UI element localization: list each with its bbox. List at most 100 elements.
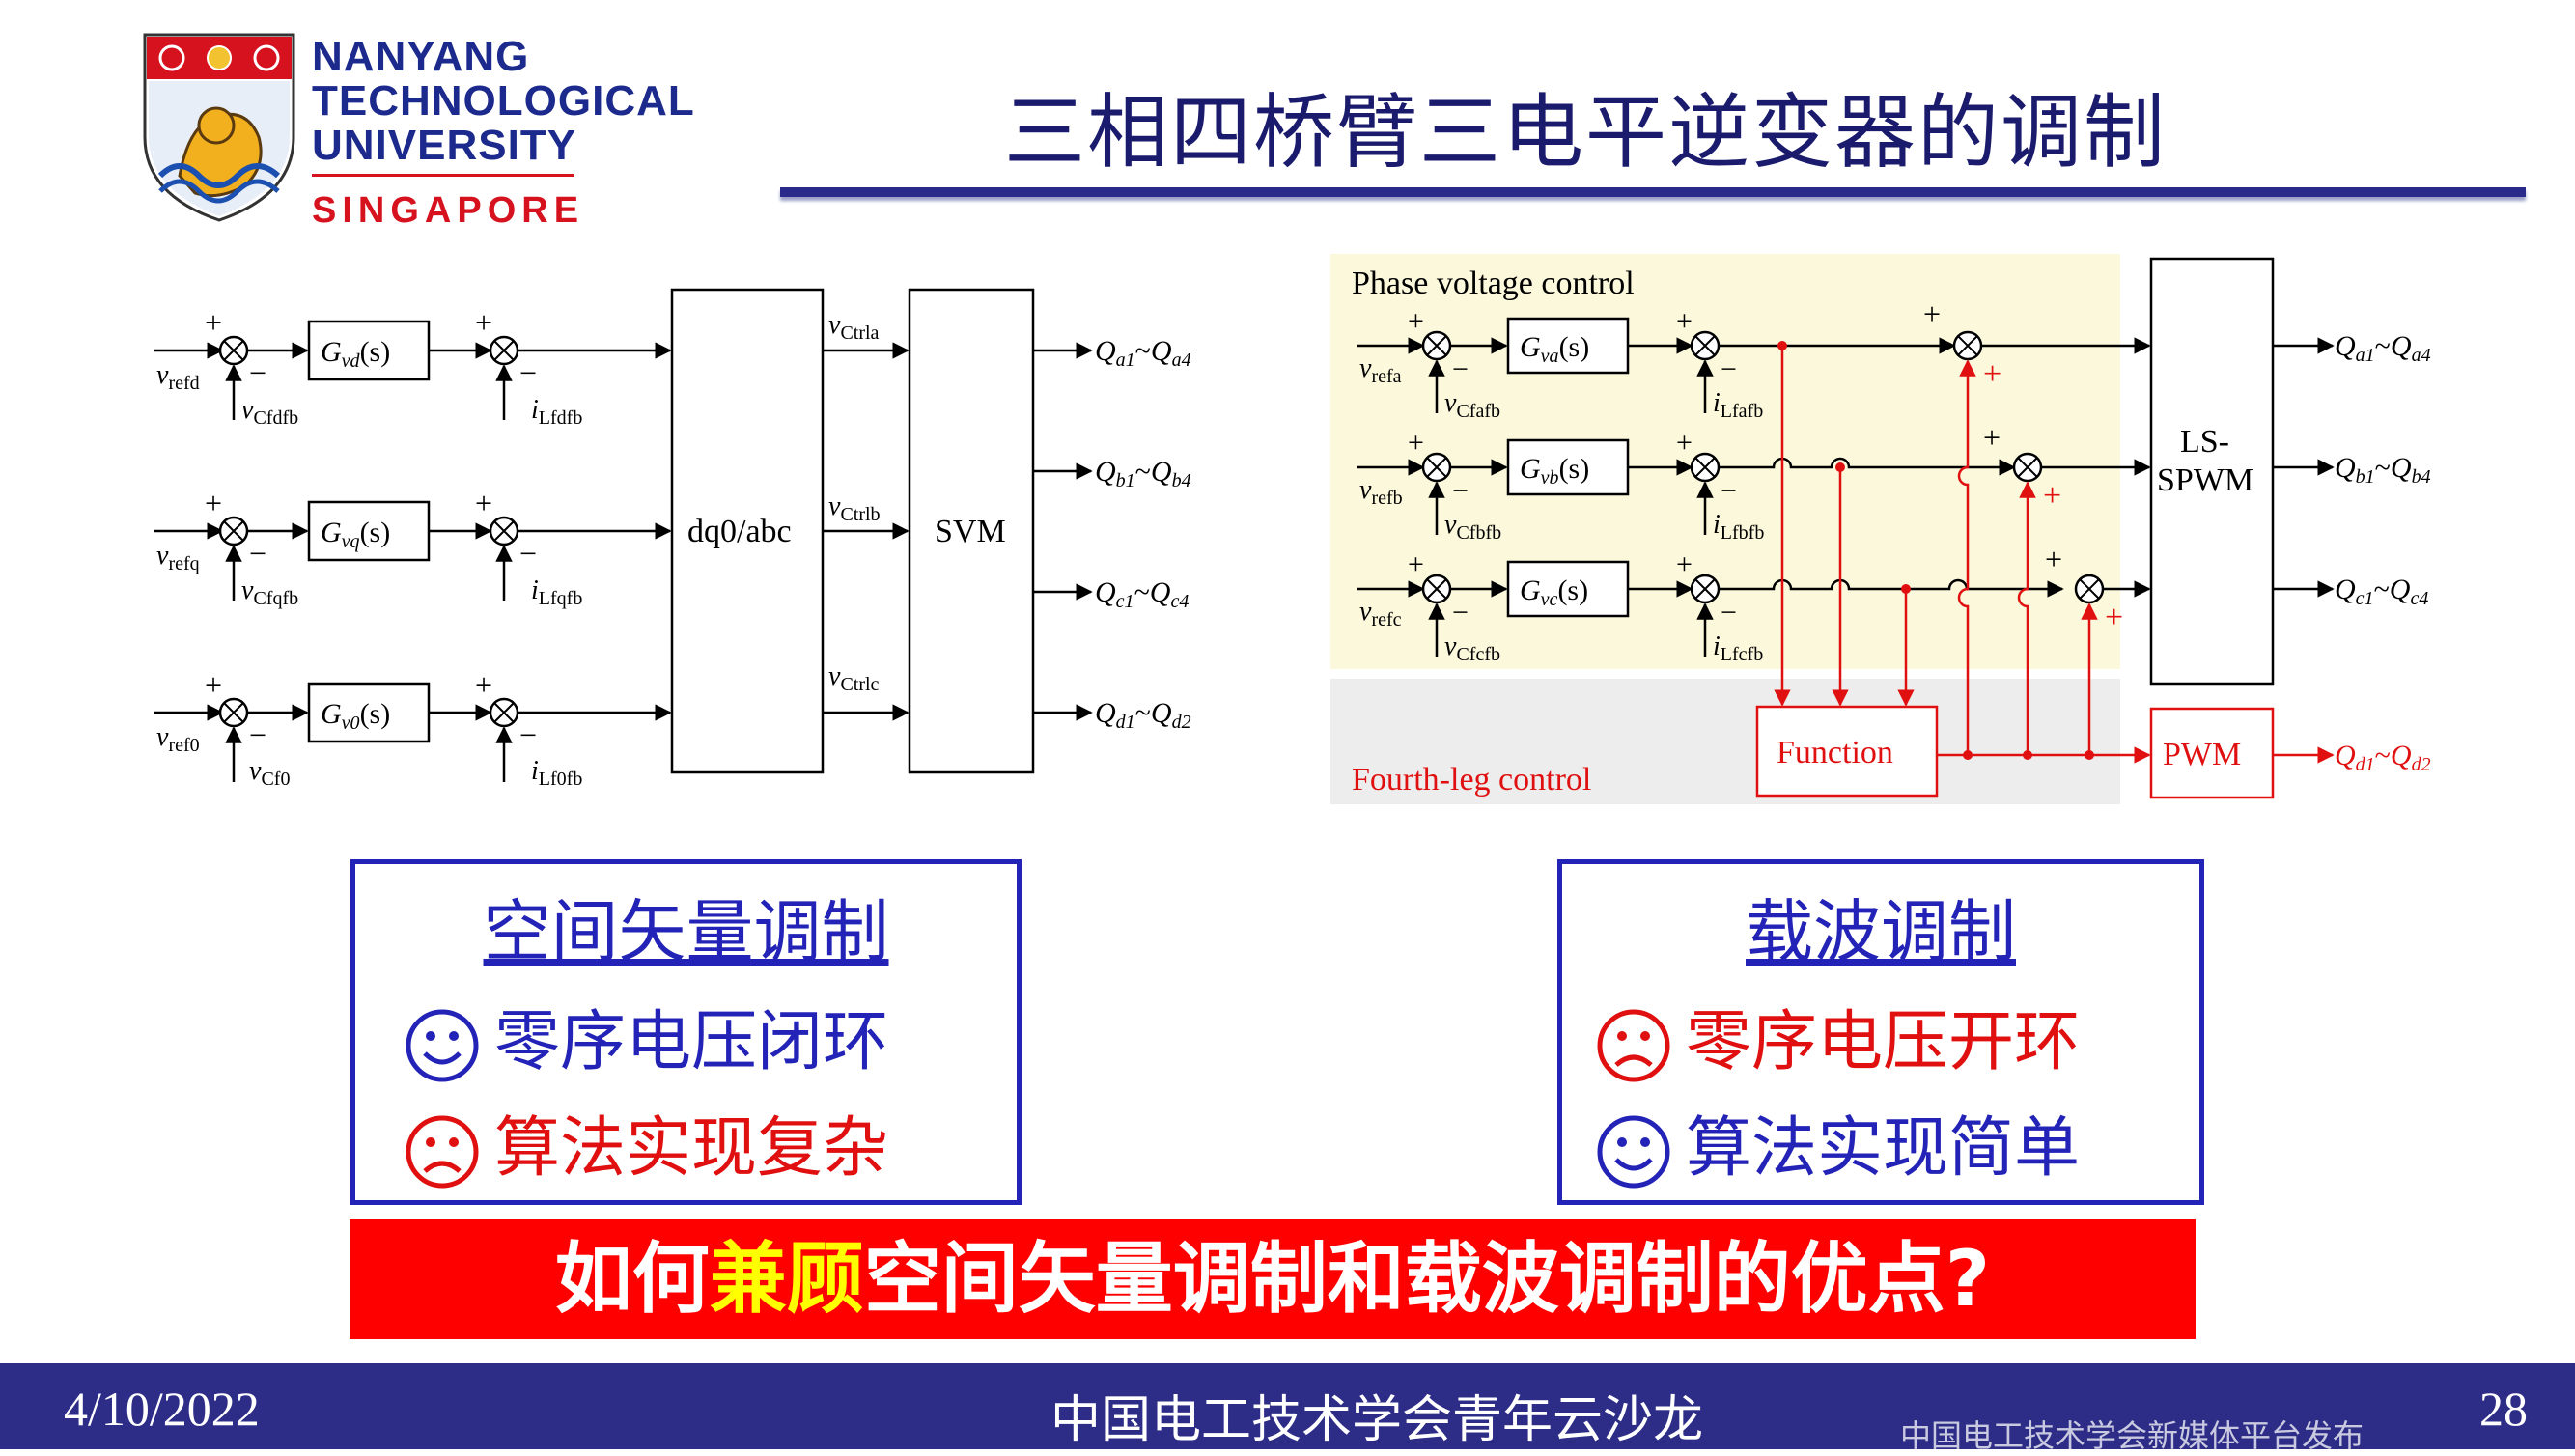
output-qa: Qa1~Qa4 <box>1095 335 1191 371</box>
svm-row-0 <box>154 682 672 782</box>
fb-label-d: vCfdfb <box>241 395 298 429</box>
svm-item-1-text: 零序电压闭环 <box>494 1004 889 1080</box>
sign-plus: + <box>2043 478 2061 514</box>
logo-country: SINGAPORE <box>312 190 585 231</box>
logo-rule <box>312 174 574 177</box>
carrier-item-1: 零序电压开环 <box>1595 988 2080 1084</box>
logo-line-2: TECHNOLOGICAL <box>312 77 695 125</box>
frown-icon <box>406 1115 479 1189</box>
fb-label-b: vCfbfb <box>1444 510 1501 544</box>
svm-row-d <box>154 320 672 420</box>
footer-center-text: 中国电工技术学会青年云沙龙 <box>1050 1391 1704 1449</box>
sign-minus: − <box>519 717 537 752</box>
sign-minus: − <box>1721 475 1737 507</box>
banner-pre: 如何 <box>554 1234 710 1324</box>
fb-label-c: vCfcfb <box>1444 631 1500 665</box>
footer-publisher: 中国电工技术学会新媒体平台发布 <box>1900 1417 2365 1454</box>
banner-highlight: 兼顾 <box>709 1234 864 1324</box>
sign-plus: + <box>475 667 492 702</box>
output-qd: Qd1~Qd2 <box>1095 697 1191 733</box>
frown-icon <box>1597 1009 1670 1082</box>
ref-label-q: vrefq <box>156 541 200 574</box>
university-wordmark: NANYANG TECHNOLOGICAL UNIVERSITY SINGAPO… <box>312 35 695 232</box>
ls-spwm-label-2: SPWM <box>2157 462 2253 498</box>
sign-plus: + <box>1676 427 1693 459</box>
svm-label: SVM <box>935 514 1006 549</box>
ref-label-b: vrefb <box>1359 475 1403 509</box>
carrier-comparison-box: 载波调制 零序电压开环 算法实现简单 <box>1557 859 2204 1205</box>
carrier-item-2-text: 算法实现简单 <box>1686 1110 2081 1187</box>
svm-row-q <box>154 500 672 601</box>
sign-minus: − <box>1452 353 1469 385</box>
ref-label-0: vref0 <box>156 722 200 756</box>
fourth-leg-label: Fourth-leg control <box>1352 762 1591 798</box>
sign-minus: − <box>1721 597 1737 629</box>
ntu-crest-icon <box>143 33 295 222</box>
ls-spwm-block <box>2149 257 2275 686</box>
i-label-0: iLf0fb <box>531 756 582 790</box>
sign-minus: − <box>249 536 266 571</box>
logo-line-1: NANYANG <box>312 33 530 80</box>
pwm-block <box>2149 707 2275 799</box>
carrier-row-b <box>1357 438 2151 535</box>
banner-post: 空间矢量调制和载波调制的优点? <box>863 1234 1991 1324</box>
svm-item-2: 算法实现复杂 <box>404 1094 888 1190</box>
carrier-item-2: 算法实现简单 <box>1595 1094 2080 1190</box>
phase-control-panel <box>1330 254 2120 669</box>
carrier-block-diagram: Phase voltage control Fourth-leg control <box>1330 254 2431 804</box>
logo-line-3: UNIVERSITY <box>312 122 577 169</box>
sign-minus: − <box>1452 597 1469 629</box>
output-qa-r: Qa1~Qa4 <box>2335 330 2431 366</box>
sign-minus: − <box>249 355 266 390</box>
pwm-label: PWM <box>2163 737 2241 772</box>
output-qc-r: Qc1~Qc4 <box>2335 574 2428 609</box>
function-label: Function <box>1777 735 1893 770</box>
ctrl-signal-b: vCtrlb <box>828 491 881 525</box>
svm-comparison-box: 空间矢量调制 零序电压闭环 算法实现复杂 <box>350 859 1022 1205</box>
ctrl-signal-c: vCtrlc <box>828 661 880 695</box>
svm-block <box>908 288 1035 774</box>
i-label-a: iLfafb <box>1713 388 1763 422</box>
carrier-item-1-text: 零序电压开环 <box>1686 1004 2081 1080</box>
dq0-abc-label: dq0/abc <box>687 514 792 549</box>
footer-bar: 4/10/2022 中国电工技术学会青年云沙龙 中国电工技术学会新媒体平台发布 … <box>0 1363 2575 1454</box>
i-label-q: iLfqfb <box>531 575 582 609</box>
sign-minus: − <box>1452 475 1469 507</box>
i-label-b: iLfbfb <box>1713 510 1764 544</box>
ctrl-label-0: Gv0(s) <box>321 698 390 734</box>
sign-minus: − <box>1721 353 1737 385</box>
ls-spwm-label-1: LS- <box>2180 424 2229 460</box>
output-qb-r: Qb1~Qb4 <box>2335 452 2431 488</box>
sign-plus: + <box>205 305 222 340</box>
fb-label-0: vCf0 <box>249 756 290 790</box>
sign-plus: + <box>1408 548 1424 580</box>
smile-icon <box>1597 1115 1670 1189</box>
ctrl-label-d: Gvd(s) <box>321 336 390 372</box>
sign-plus: + <box>1676 548 1693 580</box>
ctrl-label-b: Gvb(s) <box>1520 453 1589 489</box>
sign-minus: − <box>519 355 537 390</box>
fourth-leg-panel <box>1330 679 2120 804</box>
carrier-row-a <box>1357 317 2151 413</box>
dq0-abc-block <box>670 288 825 774</box>
smile-icon <box>406 1009 479 1082</box>
sign-minus: − <box>249 717 266 752</box>
ctrl-label-c: Gvc(s) <box>1520 574 1588 610</box>
sign-plus: + <box>1408 305 1424 337</box>
sign-plus: + <box>1983 356 2001 392</box>
title-underline <box>780 187 2526 197</box>
sign-plus: + <box>205 667 222 702</box>
sign-plus: + <box>475 486 492 520</box>
svm-block-diagram: + − + − + − + − + − + − vrefd vCfdfb Gvd… <box>154 288 1191 790</box>
ref-label-d: vrefd <box>156 360 200 394</box>
page-number: 28 <box>2479 1382 2528 1436</box>
output-qb: Qb1~Qb4 <box>1095 456 1191 491</box>
fb-label-a: vCfafb <box>1444 388 1500 422</box>
sign-minus: − <box>519 536 537 571</box>
sign-plus: + <box>1983 420 2001 455</box>
sign-plus: + <box>1676 305 1693 337</box>
svm-item-1: 零序电压闭环 <box>404 988 888 1084</box>
sign-plus: + <box>205 486 222 520</box>
output-qd-r: Qd1~Qd2 <box>2335 740 2431 775</box>
function-block <box>1755 705 1939 798</box>
